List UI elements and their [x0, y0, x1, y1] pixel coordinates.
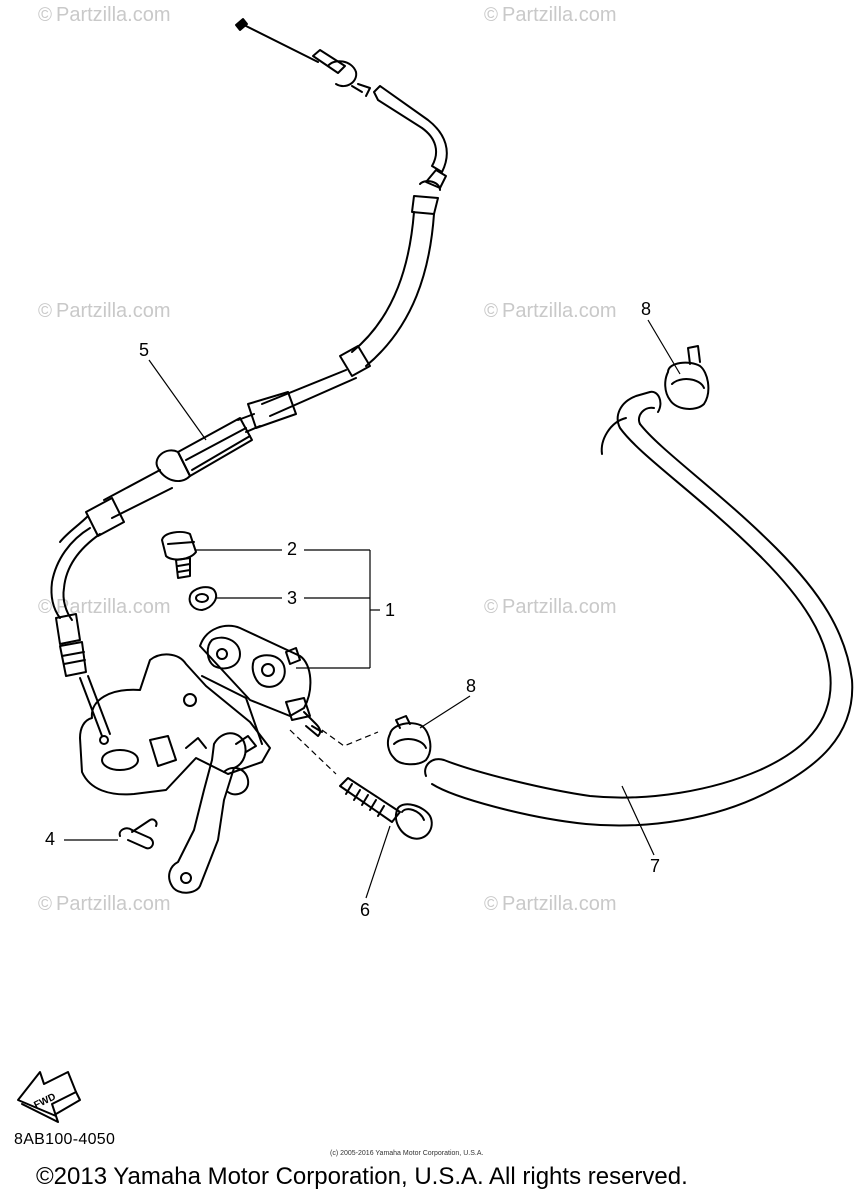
- leader-8a: [647, 319, 681, 375]
- leader-8b: [419, 695, 471, 729]
- watermark-text: Partzilla.com: [502, 300, 617, 322]
- clip: [118, 818, 158, 850]
- callout-5: 5: [139, 340, 150, 360]
- callout-3: 3: [287, 588, 298, 608]
- watermark-text: Partzilla.com: [502, 4, 617, 26]
- dash-link: [321, 729, 379, 747]
- callout-2: 2: [287, 539, 298, 559]
- screw: [339, 777, 433, 840]
- copyright-symbol: ©: [38, 597, 52, 618]
- copyright-symbol: ©: [38, 894, 52, 915]
- oil-pump-assembly: [79, 624, 323, 894]
- watermark-text: Partzilla.com: [56, 596, 171, 618]
- copyright-notice: ©2013 Yamaha Motor Corporation, U.S.A. A…: [36, 1163, 688, 1190]
- bolt-and-washer: [161, 531, 218, 611]
- watermark: ©Partzilla.com: [38, 300, 170, 323]
- copyright-symbol: ©: [484, 894, 498, 915]
- watermark: ©Partzilla.com: [484, 300, 616, 323]
- copyright-symbol: ©: [484, 301, 498, 322]
- leader-7: [621, 785, 655, 856]
- watermark-text: Partzilla.com: [502, 596, 617, 618]
- oil-pump-cable: [50, 18, 448, 745]
- callout-8-lower: 8: [466, 676, 477, 696]
- watermark: ©Partzilla.com: [38, 4, 170, 27]
- copyright-symbol: ©: [38, 301, 52, 322]
- callout-8-upper: 8: [641, 299, 652, 319]
- watermark: ©Partzilla.com: [484, 893, 616, 916]
- small-copyright: (c) 2005-2016 Yamaha Motor Corporation, …: [330, 1150, 484, 1157]
- oil-hose: [424, 390, 854, 827]
- watermark-text: Partzilla.com: [56, 300, 171, 322]
- watermark-text: Partzilla.com: [56, 893, 171, 915]
- callout-7: 7: [650, 856, 661, 876]
- diagram-code: 8AB100-4050: [14, 1131, 116, 1148]
- watermark-text: Partzilla.com: [502, 893, 617, 915]
- leader-6: [365, 825, 391, 899]
- fwd-arrow-icon: [17, 1071, 81, 1123]
- copyright-symbol: ©: [484, 5, 498, 26]
- hose-clamp-upper: [664, 345, 710, 410]
- callout-6: 6: [360, 900, 371, 920]
- watermark-text: Partzilla.com: [56, 4, 171, 26]
- leader-5: [148, 359, 207, 441]
- watermark: ©Partzilla.com: [38, 596, 170, 619]
- dash-link-2: [289, 729, 337, 775]
- hose-clamp-lower: [386, 715, 432, 766]
- watermark: ©Partzilla.com: [484, 596, 616, 619]
- watermark: ©Partzilla.com: [38, 893, 170, 916]
- watermark: ©Partzilla.com: [484, 4, 616, 27]
- copyright-symbol: ©: [38, 5, 52, 26]
- callout-4: 4: [45, 829, 56, 849]
- copyright-symbol: ©: [484, 597, 498, 618]
- callout-1: 1: [385, 600, 396, 620]
